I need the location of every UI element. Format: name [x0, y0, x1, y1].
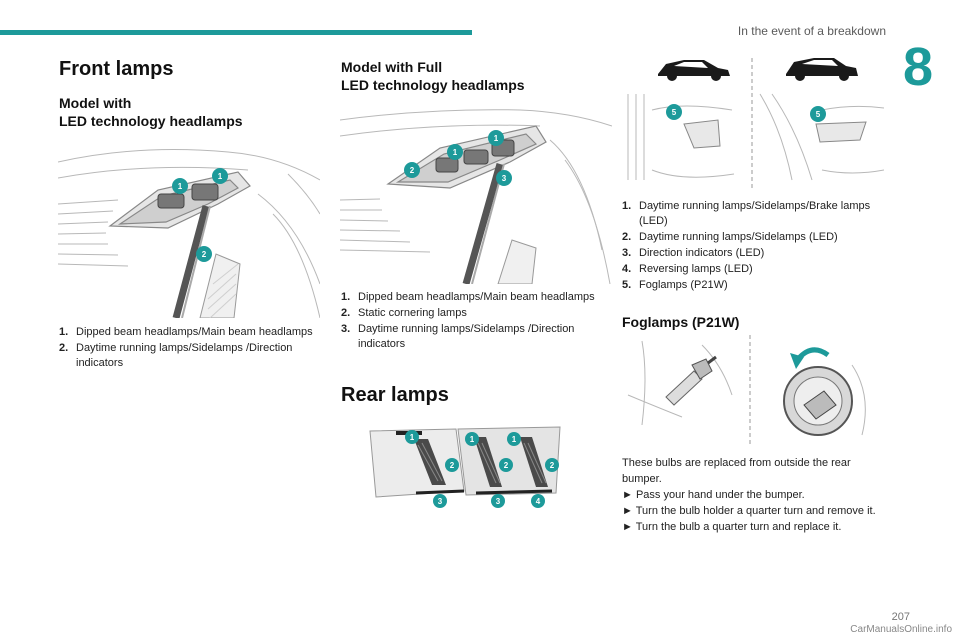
legend-item: 2.Static cornering lamps [341, 307, 467, 319]
svg-text:5: 5 [672, 108, 677, 117]
marker-3b: 3 [491, 494, 505, 508]
svg-text:2: 2 [410, 166, 415, 175]
svg-text:1: 1 [512, 435, 517, 444]
header-accent-bar [0, 30, 472, 35]
instruction-step: ► Pass your hand under the bumper. [622, 489, 805, 501]
foglamps-title: Foglamps (P21W) [622, 314, 740, 330]
svg-text:2: 2 [504, 461, 509, 470]
svg-text:2: 2 [202, 250, 207, 259]
svg-text:2: 2 [550, 461, 555, 470]
svg-text:1: 1 [453, 148, 458, 157]
legend-item: 3.Direction indicators (LED) [622, 247, 765, 259]
svg-text:4: 4 [536, 497, 541, 506]
marker-3: 3 [496, 170, 512, 186]
instruction-step: ► Turn the bulb holder a quarter turn an… [622, 505, 876, 517]
legend-item: 1.Dipped beam headlamps/Main beam headla… [341, 291, 595, 303]
legend-item: 5.Foglamps (P21W) [622, 279, 728, 291]
rear-lamps-title: Rear lamps [341, 384, 449, 406]
foglamp-housing [783, 364, 866, 436]
marker-5a: 5 [666, 104, 682, 120]
watermark: CarManualsOnline.info [850, 624, 952, 635]
svg-text:3: 3 [438, 497, 443, 506]
legend-item: 1.Dipped beam headlamps/Main beam headla… [59, 326, 313, 338]
full-led-model-subtitle: Model with Full LED technology headlamps [341, 59, 525, 93]
led-model-legend: 1.Dipped beam headlamps/Main beam headla… [59, 325, 321, 371]
full-led-headlamp-illustration: 1 1 2 3 [340, 100, 612, 284]
marker-1c: 1 [507, 432, 521, 446]
marker-5b: 5 [810, 106, 826, 122]
front-lamps-title: Front lamps [59, 58, 174, 80]
rear-lamps-illustration: 1 1 1 2 2 2 3 3 4 [366, 425, 562, 511]
svg-text:1: 1 [470, 435, 475, 444]
marker-2c: 2 [545, 458, 559, 472]
svg-text:1: 1 [178, 182, 183, 191]
marker-3a: 3 [433, 494, 447, 508]
marker-2: 2 [196, 246, 212, 262]
foglamps-instructions: These bulbs are replaced from outside th… [622, 455, 884, 535]
svg-text:3: 3 [502, 174, 507, 183]
section-title: In the event of a breakdown [737, 24, 886, 38]
bulb-holder [665, 355, 717, 406]
foglamp-bulb-illustration [622, 335, 884, 447]
car-silhouette-1 [658, 60, 730, 81]
instruction-paragraph: These bulbs are replaced from outside th… [622, 457, 851, 485]
legend-item: 3.Daytime running lamps/Sidelamps /Direc… [341, 323, 575, 350]
marker-1a: 1 [405, 430, 419, 444]
marker-1b: 1 [488, 130, 504, 146]
chapter-number: 8 [902, 37, 934, 97]
led-model-subtitle: Model with LED technology headlamps [59, 95, 243, 129]
svg-text:1: 1 [494, 134, 499, 143]
led-headlamp-illustration: 1 1 2 [58, 134, 320, 318]
legend-item: 1.Daytime running lamps/Sidelamps/Brake … [622, 200, 871, 227]
marker-4: 4 [531, 494, 545, 508]
svg-text:2: 2 [450, 461, 455, 470]
legend-item: 2.Daytime running lamps/Sidelamps /Direc… [59, 342, 293, 369]
svg-text:1: 1 [410, 433, 415, 442]
svg-text:5: 5 [816, 110, 821, 119]
marker-2: 2 [404, 162, 420, 178]
legend-item: 2.Daytime running lamps/Sidelamps (LED) [622, 231, 838, 243]
marker-1b: 1 [465, 432, 479, 446]
instruction-step: ► Turn the bulb a quarter turn and repla… [622, 521, 842, 533]
vehicle-variants-illustration: 5 5 [622, 50, 884, 190]
marker-2b: 2 [499, 458, 513, 472]
marker-1a: 1 [172, 178, 188, 194]
rear-lamps-legend: 1.Daytime running lamps/Sidelamps/Brake … [622, 199, 884, 293]
rotate-arrow-icon [790, 347, 830, 369]
legend-item: 4.Reversing lamps (LED) [622, 263, 753, 275]
marker-1b: 1 [212, 168, 228, 184]
svg-text:3: 3 [496, 497, 501, 506]
page-number: 207 [891, 611, 910, 623]
marker-1a: 1 [447, 144, 463, 160]
full-led-model-legend: 1.Dipped beam headlamps/Main beam headla… [341, 290, 606, 352]
car-silhouette-2 [786, 58, 858, 81]
marker-2a: 2 [445, 458, 459, 472]
svg-text:1: 1 [218, 172, 223, 181]
